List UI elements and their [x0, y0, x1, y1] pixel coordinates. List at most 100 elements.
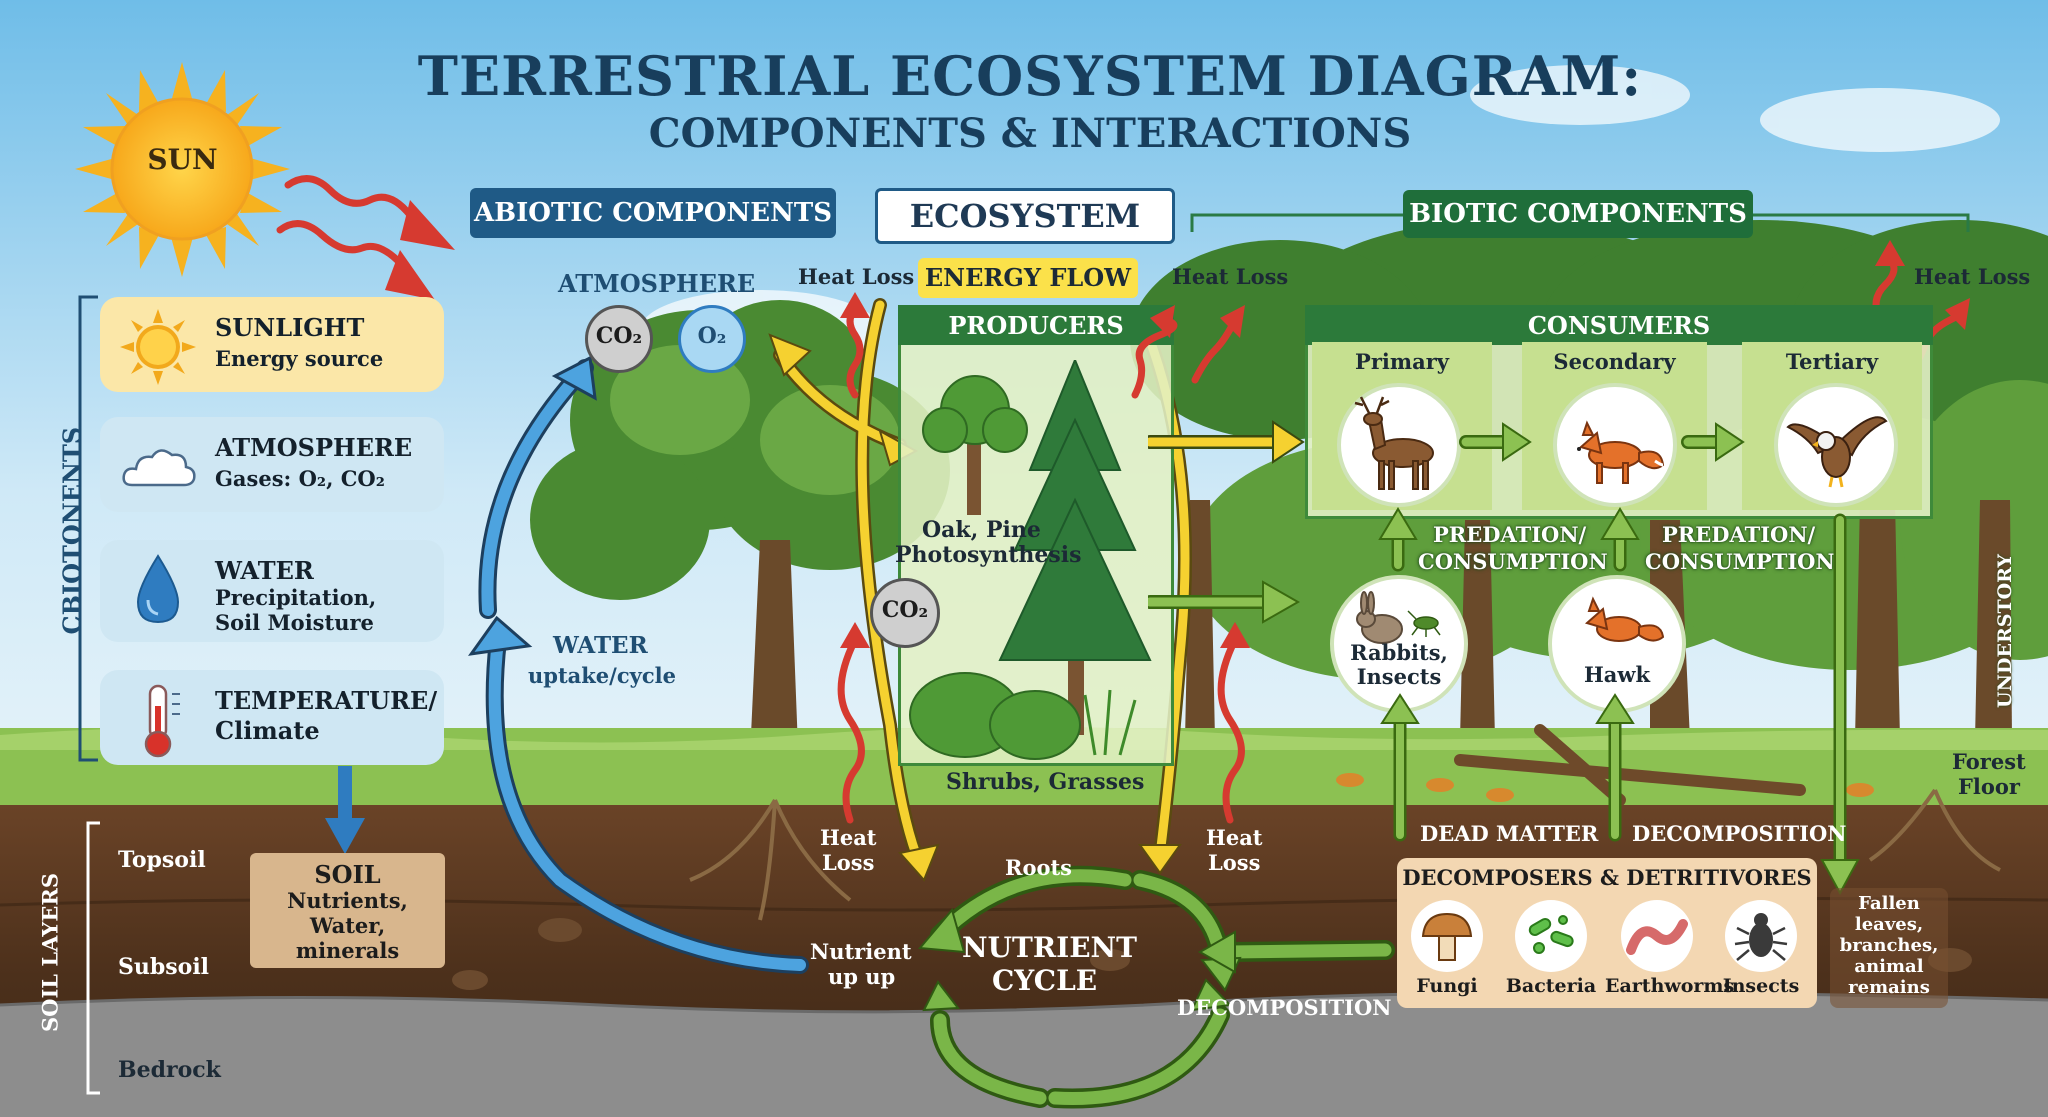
card-line: Soil Moisture — [215, 610, 374, 635]
prey-rabbits-circle: Rabbits, Insects — [1330, 575, 1468, 713]
water-label-line1: WATER — [553, 632, 648, 659]
fallen-line: Fallen — [1858, 893, 1920, 914]
card-title: WATER — [215, 556, 314, 585]
energy-flow-label: ENERGY FLOW — [924, 263, 1132, 292]
card-water: WATER Precipitation, Soil Moisture — [100, 540, 444, 642]
consumers-header-bar: CONSUMERS — [1305, 305, 1933, 345]
fox-icon — [1577, 420, 1665, 484]
atmosphere-label: ATMOSPHERE — [558, 269, 756, 298]
biotic-vertical-arrows — [1378, 507, 1860, 896]
producers-trees-line2: Photosynthesis — [895, 542, 1082, 568]
predation-left-1: PREDATION/ — [1433, 522, 1587, 547]
forest-floor-line2: Floor — [1958, 774, 2020, 799]
soil-box-title: SOIL — [314, 860, 381, 889]
o2-bubble: O₂ — [678, 305, 746, 373]
soil-box-line: minerals — [295, 938, 400, 963]
page-title: TERRESTRIAL ECOSYSTEM DIAGRAM: — [417, 44, 1643, 108]
predation-left-2: CONSUMPTION — [1418, 549, 1608, 574]
decomposition-top-label: DECOMPOSITION — [1632, 821, 1847, 846]
soil-box-line: Nutrients, — [287, 888, 408, 913]
soil-layer-subsoil: Subsoil — [118, 954, 210, 980]
card-sunlight: SUNLIGHT Energy source — [100, 297, 444, 392]
card-line: Precipitation, — [215, 585, 377, 610]
nutrient-cycle-arrows — [918, 865, 1395, 1109]
consumer-level-label: Tertiary — [1785, 349, 1879, 374]
abiotic-header: ABIOTIC COMPONENTS — [470, 188, 836, 238]
card-title: SUNLIGHT — [215, 313, 365, 342]
producers-co2-text: CO₂ — [881, 597, 929, 623]
understory-label: UNDERSTORY — [1975, 554, 2035, 708]
card-temperature: TEMPERATURE/ Climate — [100, 670, 444, 765]
earthworm-icon — [1626, 919, 1688, 955]
decomposer-insects-circle — [1725, 900, 1797, 972]
decomposer-name: Insects — [1722, 975, 1800, 997]
producers-trees-line1: Oak, Pine — [922, 517, 1041, 543]
nutrient-cycle-line1: NUTRIENT — [962, 931, 1137, 964]
decomposers-header: DECOMPOSERS & DETRITIVORES — [1402, 865, 1812, 890]
card-line: Energy source — [215, 346, 384, 371]
card-atmosphere: ATMOSPHERE Gases: O₂, CO₂ — [100, 417, 444, 512]
arrow-to-soil — [325, 766, 365, 854]
producer-to-prey-arrow — [1148, 580, 1301, 624]
heat-loss-label-5a: Heat — [1206, 825, 1263, 850]
predation-right-1: PREDATION/ — [1662, 522, 1816, 547]
heat-loss-label-4b: Loss — [822, 850, 875, 875]
card-line: Gases: O₂, CO₂ — [215, 466, 385, 491]
prey-rabbits-line1: Rabbits, — [1350, 640, 1448, 665]
dead-matter-label: DEAD MATTER — [1420, 821, 1599, 846]
understory-label-text: UNDERSTORY — [1994, 554, 2016, 708]
fallen-line: branches, — [1839, 935, 1939, 956]
decomposer-fungi-circle — [1411, 900, 1483, 972]
forest-floor-line1: Forest — [1952, 749, 2026, 774]
deer-circle — [1337, 383, 1461, 507]
producers-header-bar: PRODUCERS — [898, 305, 1174, 345]
prey-rabbits-line2: Insects — [1356, 664, 1442, 689]
ecosystem-header: ECOSYSTEM — [875, 188, 1175, 244]
soil-box: SOIL Nutrients, Water, minerals — [250, 853, 445, 968]
card-title: TEMPERATURE/ — [215, 686, 438, 715]
card-title: ATMOSPHERE — [215, 433, 413, 462]
soil-layer-bedrock: Bedrock — [118, 1057, 221, 1083]
deer-icon — [1354, 396, 1434, 490]
bacteria-icon — [1528, 915, 1574, 954]
nutrient-cycle-line2: CYCLE — [992, 964, 1098, 997]
consumer-level-label: Primary — [1355, 349, 1449, 374]
sun-icon — [75, 62, 290, 277]
prey-hawk-label: Hawk — [1583, 662, 1651, 687]
fallen-line: animal — [1854, 956, 1924, 977]
decomposer-earthworm-circle — [1621, 900, 1693, 972]
decomposer-name: Fungi — [1416, 975, 1478, 997]
sun-label: SUN — [147, 143, 218, 176]
cloud-icon — [122, 449, 196, 487]
heat-loss-label-3: Heat Loss — [1914, 264, 2031, 289]
sunlight-icon — [120, 309, 196, 385]
page-subtitle: COMPONENTS & INTERACTIONS — [648, 110, 1412, 157]
o2-text: O₂ — [697, 323, 727, 349]
decomposition-bottom-label: DECOMPOSITION — [1177, 995, 1392, 1020]
heat-loss-label-4a: Heat — [820, 825, 877, 850]
shrubs-icon — [909, 672, 1137, 760]
co2-bubble: CO₂ — [585, 305, 653, 373]
decomposer-name: Earthworms — [1605, 975, 1735, 997]
nutrient-up-line2: up up — [828, 964, 896, 989]
consumer-chain-arrows — [1148, 420, 1745, 464]
card-line: Climate — [215, 716, 320, 745]
sunlight-ray-arrows — [276, 175, 455, 300]
mushroom-icon — [1421, 912, 1473, 961]
fallen-matter-box: Fallen leaves, branches, animal remains — [1830, 888, 1948, 1008]
fox-small-icon — [1584, 596, 1665, 642]
soil-layer-topsoil: Topsoil — [118, 847, 206, 873]
water-drop-icon — [136, 554, 180, 624]
decomposer-name: Bacteria — [1505, 975, 1597, 997]
rabbit-icon — [1356, 591, 1441, 644]
shrubs-label: Shrubs, Grasses — [946, 769, 1145, 795]
biotic-header: BIOTIC COMPONENTS — [1403, 190, 1753, 238]
fallen-line: leaves, — [1854, 914, 1924, 935]
eagle-circle — [1774, 383, 1898, 507]
producers-co2-bubble: CO₂ — [870, 578, 940, 648]
water-label-line2: uptake/cycle — [528, 663, 676, 688]
energy-flow-badge: ENERGY FLOW — [918, 258, 1138, 298]
heat-loss-label-2: Heat Loss — [1172, 264, 1289, 289]
